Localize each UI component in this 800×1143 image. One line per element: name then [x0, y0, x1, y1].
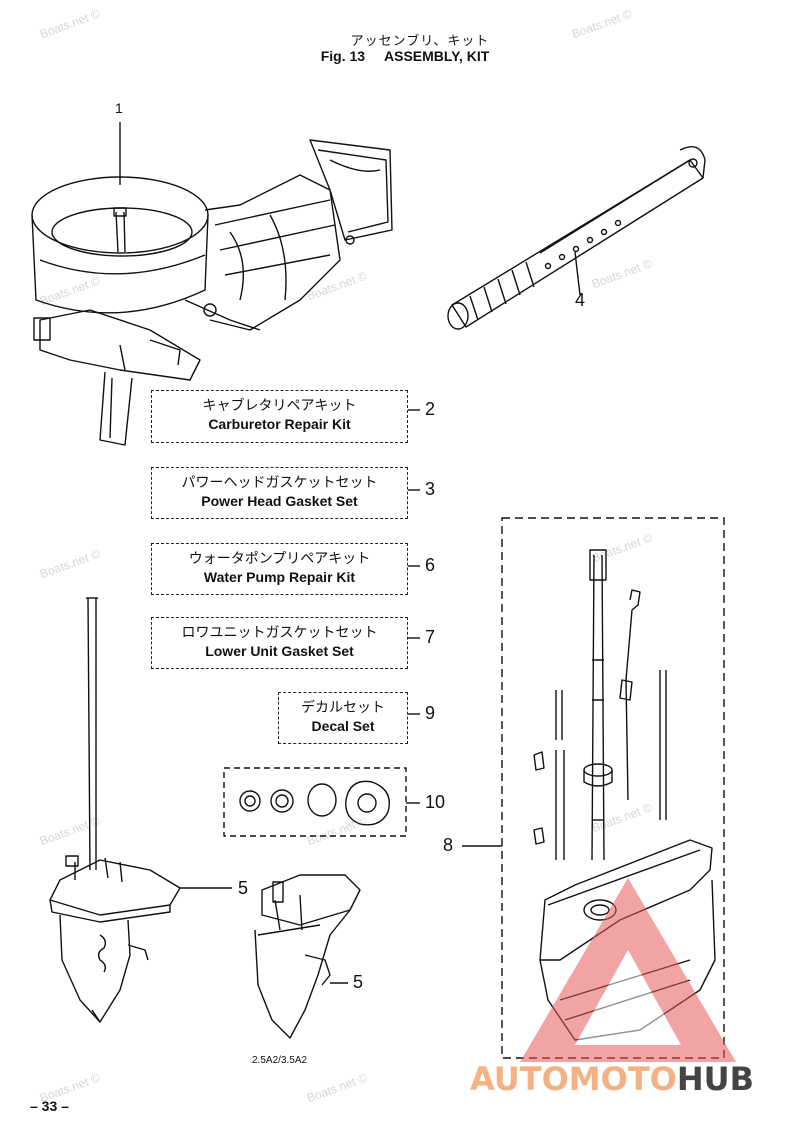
part-number-7: 7 [425, 627, 436, 647]
part-number-6: 6 [425, 555, 436, 575]
kit-water-pump-repair: ウォータポンプリペアキット Water Pump Repair Kit [151, 543, 408, 595]
page-number: – 33 – [30, 1098, 69, 1114]
kit-carburetor-repair: キャブレタリペアキット Carburetor Repair Kit [151, 390, 408, 443]
part-number-5: 5 [353, 972, 364, 992]
figure-title-english: ASSEMBLY, KIT [384, 48, 490, 64]
kit-name-japanese: ロワユニットガスケットセット [181, 624, 378, 640]
kit-name: Lower Unit Gasket Set [205, 643, 354, 659]
logo-text-automoto: AUTOMOTO [470, 1060, 677, 1098]
kit-name-japanese: キャブレタリペアキット [202, 397, 357, 413]
kit-name-japanese: デカルセット [301, 699, 385, 715]
site-logo: AUTOMOTOHUB [470, 1060, 754, 1098]
kit-name-japanese: パワーヘッドガスケットセット [181, 474, 378, 490]
tiller-handle [447, 146, 706, 330]
part-number-3: 3 [425, 479, 436, 499]
power-head-assembly [31, 122, 393, 446]
kit-power-head-gasket: パワーヘッドガスケットセット Power Head Gasket Set [151, 467, 408, 519]
lower-unit-long [49, 597, 232, 1023]
model-note: 2.5A2/3.5A2 [252, 1055, 308, 1066]
seal-kit-box [223, 767, 407, 837]
part-number-8: 8 [443, 835, 454, 855]
kit-name: Carburetor Repair Kit [208, 416, 351, 432]
kit-name-japanese: ウォータポンプリペアキット [188, 550, 371, 566]
figure-title-japanese: アッセンブリ、キット [350, 33, 490, 48]
part-number-5: 5 [238, 878, 249, 898]
figure-title: Fig. 13 ASSEMBLY, KIT [0, 48, 800, 64]
kit-name: Power Head Gasket Set [201, 493, 358, 509]
seal-kit-parts [239, 780, 390, 826]
kit-lower-unit-gasket: ロワユニットガスケットセット Lower Unit Gasket Set [151, 617, 408, 669]
figure-number: Fig. 13 [320, 48, 366, 64]
kit-name: Decal Set [311, 718, 375, 734]
logo-text-hub: HUB [676, 1060, 755, 1098]
drive-shaft-parts [533, 549, 667, 861]
lower-unit-short [254, 874, 361, 1039]
kit-decal-set: デカルセット Decal Set [278, 692, 408, 744]
part-number-1: 1 [115, 100, 123, 116]
kit-name: Water Pump Repair Kit [203, 569, 356, 585]
part-number-9: 9 [425, 703, 436, 723]
logo-triangle-icon [520, 878, 736, 1062]
part-number-2: 2 [425, 399, 436, 419]
part-number-4: 4 [575, 290, 586, 310]
part-number-10: 10 [425, 792, 446, 812]
